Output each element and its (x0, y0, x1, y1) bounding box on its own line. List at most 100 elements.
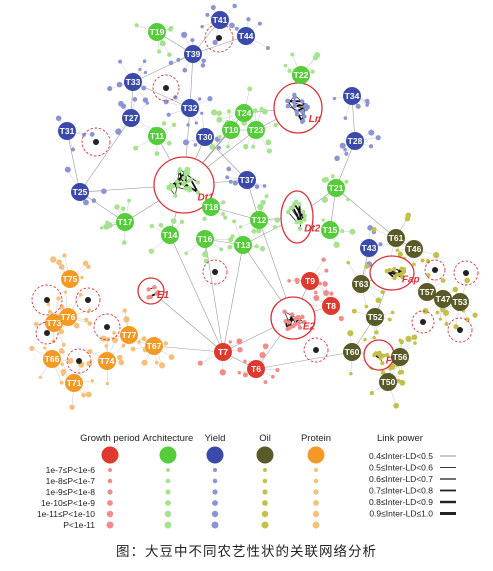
snp-group-ring-9 (424, 259, 446, 281)
T13-snp-5 (254, 244, 259, 249)
T76-snp-0 (63, 290, 68, 294)
T39-snp-5 (176, 57, 181, 62)
trait-node-T8: T8 (322, 297, 340, 315)
snp-group-ring-6 (93, 313, 121, 341)
legend-pvalue-dot-growth_period-3 (107, 500, 113, 506)
trait-node-circle-T9 (301, 272, 319, 290)
T18-snp-2 (221, 212, 226, 216)
T23-snp-6 (265, 139, 272, 146)
trait-node-T13: T13 (234, 236, 252, 254)
T43-snp-5 (378, 242, 383, 247)
trait-node-circle-T37 (238, 171, 256, 189)
T11-snp-0 (171, 122, 177, 128)
T28-snp-0 (343, 147, 347, 152)
ring-snp-Ln-18 (303, 103, 309, 108)
network-edges (66, 19, 415, 370)
trait-node-circle-T76 (59, 308, 77, 326)
T50-snp-6 (399, 379, 406, 386)
T12-snp-3 (238, 225, 243, 229)
T32-snp-6 (163, 99, 169, 105)
snp-group-ring-10 (453, 260, 479, 286)
snp-group-ring-0 (152, 74, 180, 102)
T27-snp-2 (132, 97, 138, 102)
ring-snp-Dt2-7 (301, 209, 306, 215)
trait-node-label-T34: T34 (345, 91, 360, 101)
ring-Ln (273, 82, 323, 134)
T9-snp-4 (287, 278, 291, 283)
trait-node-T21: T21 (327, 179, 345, 197)
T12-snp-6 (264, 194, 269, 199)
T17-snp-2 (107, 222, 113, 229)
T76-snp-4 (87, 308, 92, 312)
trait-node-label-T11: T11 (150, 131, 164, 141)
T76-snp-2 (73, 322, 80, 329)
trait-node-label-T75: T75 (63, 274, 78, 284)
cluster-label-Dt2: Dt2 (304, 223, 321, 234)
trait-node-T24: T24 (235, 104, 253, 122)
T21-snp-5 (346, 197, 350, 202)
ring-snp-E1-5 (148, 294, 153, 300)
trait-node-circle-T6 (247, 360, 265, 378)
T33-snp-4 (118, 59, 123, 64)
legend-pvalue-dot-protein-3 (313, 500, 319, 506)
trait-node-label-T12: T12 (252, 215, 267, 225)
ring-snp-Fan-7 (380, 360, 385, 366)
legend-pvalue-dot-growth_period-5 (106, 521, 114, 529)
legend-pvalue-dot-yield-0 (213, 468, 217, 472)
T57-snp-4 (440, 278, 446, 283)
trait-node-T28: T28 (346, 132, 364, 150)
legend-pvalue-dot-oil-0 (263, 468, 267, 472)
T27-snp-5 (120, 103, 127, 109)
T37-snp-3 (226, 166, 232, 172)
legend-link-label-0: 0.4≤Inter-LD<0.5 (369, 451, 433, 461)
snp-group-ring-8 (35, 321, 59, 345)
trait-node-label-T52: T52 (368, 312, 383, 322)
ring-snp-Fan-0 (385, 352, 390, 358)
trait-node-T53: T53 (451, 293, 469, 311)
trait-node-T66: T66 (43, 350, 61, 368)
snp-group-ring-1 (81, 127, 111, 157)
T67-snp-0 (154, 360, 159, 365)
trait-node-circle-T57 (418, 283, 436, 301)
T18-snp-3 (202, 216, 207, 222)
snp-group-ring-12 (447, 317, 473, 343)
trait-node-T17: T17 (116, 213, 134, 231)
trait-node-T44: T44 (237, 27, 255, 45)
legend-link-label-2: 0.6≤Inter-LD<0.7 (369, 474, 433, 484)
T7-snp-0 (237, 346, 243, 353)
T23-snp-2 (259, 106, 264, 111)
trait-node-circle-T14 (161, 226, 179, 244)
T41-snp-2 (232, 3, 237, 9)
T41-snp-0 (205, 12, 210, 17)
T76-snp-6 (47, 309, 52, 314)
ring-snp-E2-9 (287, 325, 293, 330)
ring-snp-Dt2-13 (298, 220, 304, 225)
trait-node-T16: T16 (196, 230, 214, 248)
legend-link-label-1: 0.5≤Inter-LD<0.6 (369, 463, 433, 473)
trait-node-T12: T12 (250, 211, 268, 229)
ring-snp-Fap-11 (401, 268, 407, 274)
T67-snp-7 (141, 336, 147, 342)
trait-node-T34: T34 (343, 87, 361, 105)
T28-snp-6 (375, 135, 381, 141)
trait-node-label-T10: T10 (224, 125, 239, 135)
trait-node-label-T74: T74 (100, 356, 115, 366)
T14-snp-2 (170, 218, 177, 224)
snp-group-core-4 (44, 297, 50, 303)
T17-snp-4 (99, 226, 104, 230)
ring-snp-E2-10 (282, 309, 287, 314)
ring-snp-E2-3 (283, 319, 288, 324)
T8-snp-6 (323, 290, 329, 297)
snp-group-ring-5 (75, 287, 101, 313)
trait-node-circle-T41 (211, 11, 229, 29)
T13-snp-4 (256, 227, 262, 234)
ring-snp-Dt1-25 (173, 193, 178, 198)
T67-snp-5 (158, 362, 166, 369)
T67-snp-4 (130, 346, 136, 352)
ld-link-Dt1-21 (190, 179, 199, 193)
T74-snp-0 (105, 381, 110, 386)
T24-snp-5 (261, 108, 268, 115)
ring-snp-Ln-3 (300, 99, 305, 104)
T17-snp-6 (127, 198, 131, 203)
ring-snp-Dt1-23 (184, 166, 190, 172)
